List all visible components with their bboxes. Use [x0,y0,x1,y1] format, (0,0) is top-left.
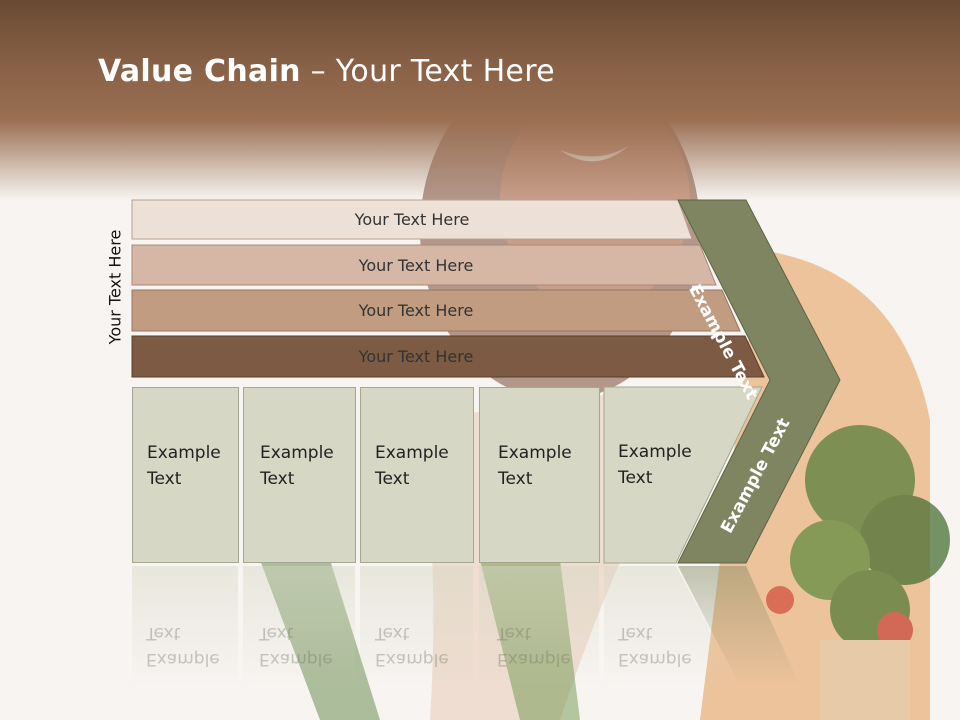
box-1-reflection-line2: Text [146,623,181,643]
box-1: Example Text [132,387,239,563]
box-2-line1: Example [260,443,334,463]
box-5-line1: Example [618,442,692,462]
slide-title: Value Chain – Your Text Here [98,54,555,89]
box-4-line2: Text [498,469,533,489]
box-1-line2: Text [147,469,182,489]
box-reflection-3 [360,566,473,686]
box-3-line1: Example [375,443,449,463]
box-5-reflection-line2: Text [618,623,653,643]
box-1-line1: Example [147,443,221,463]
box-2-line2: Text [260,469,295,489]
box-5: Example Text [604,387,714,563]
box-3-reflection-line1: Example [375,649,449,669]
header-band [0,0,960,200]
box-1-reflection-text: Example Text [146,620,220,672]
chevron-shape [677,199,841,564]
title-rest: – Your Text Here [300,54,555,89]
box-2-reflection-text: Example Text [259,620,333,672]
bar-1-label: Your Text Here [354,209,470,229]
bar-1: Your Text Here [132,200,692,238]
box-5-reflection-text: Example Text [618,620,692,672]
box-3-reflection-text: Example Text [375,620,449,672]
box-4-reflection-text: Example Text [497,620,571,672]
box-1-reflection-line1: Example [146,649,220,669]
box-3-reflection-line2: Text [375,623,410,643]
bar-shape-4 [131,335,765,378]
box-reflection-1 [132,566,238,686]
bar-3: Your Text Here [132,291,700,329]
bar-2: Your Text Here [132,246,700,284]
bar-2-label: Your Text Here [358,255,474,275]
box-3: Example Text [360,387,474,563]
bar-shape-2 [131,244,717,286]
title-bold: Value Chain [98,54,301,89]
box-shape-5 [603,386,763,564]
bar-4: Your Text Here [132,337,700,375]
box-4-reflection-line1: Example [497,649,571,669]
box-4-reflection-line2: Text [497,623,532,643]
box-2-reflection-line2: Text [259,623,294,643]
chevron-reflection [678,566,800,686]
bar-shape-3 [131,289,741,332]
bar-4-label: Your Text Here [358,346,474,366]
box-2: Example Text [243,387,356,563]
box-4-line1: Example [498,443,572,463]
box-3-line2: Text [375,469,410,489]
bar-3-label: Your Text Here [358,300,474,320]
box-reflection-5 [604,566,740,686]
box-5-line2: Text [618,468,653,488]
box-reflection-4 [479,566,599,686]
box-reflection-2 [243,566,355,686]
box-5-reflection-line1: Example [618,649,692,669]
box-2-reflection-line1: Example [259,649,333,669]
box-4: Example Text [479,387,600,563]
bar-shape-1 [131,199,693,240]
